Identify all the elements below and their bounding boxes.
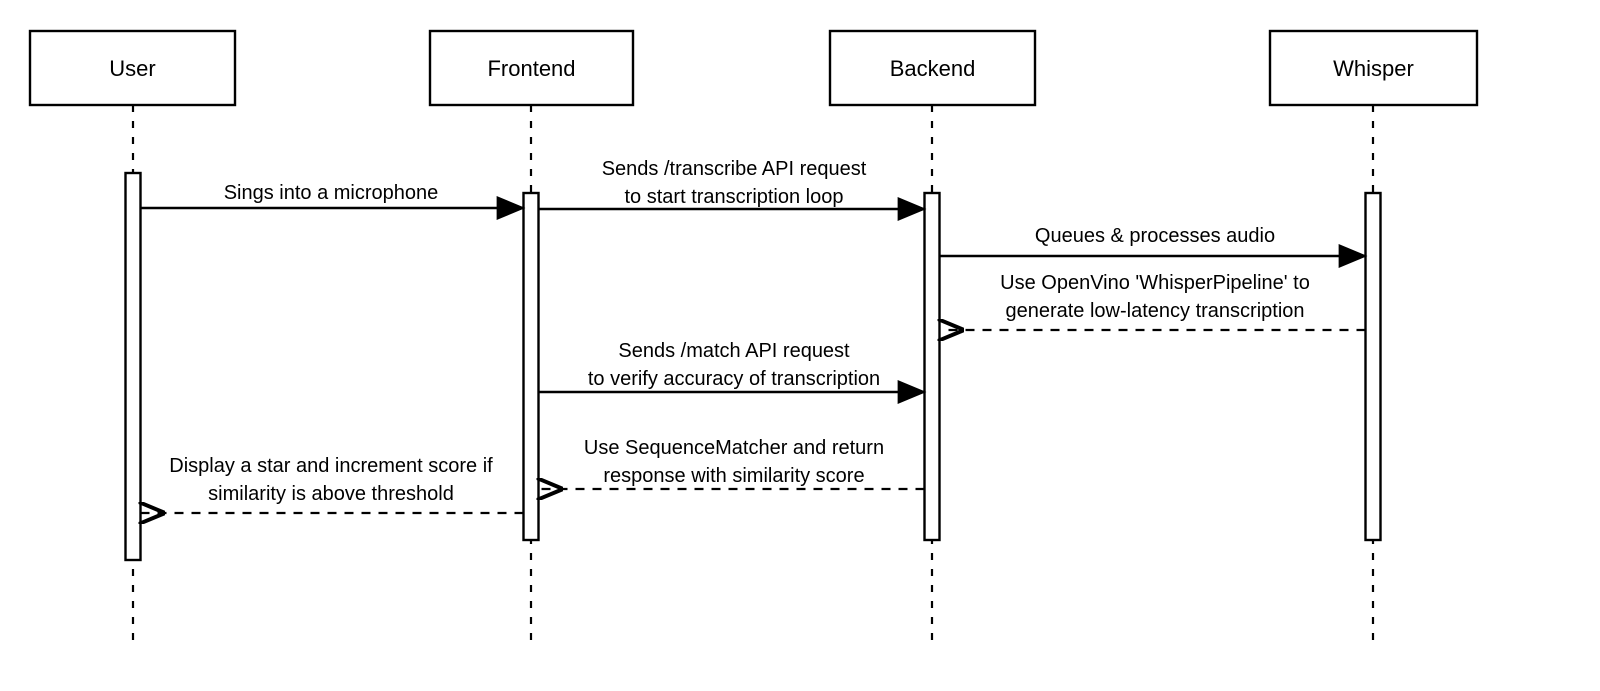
activation-bar-backend [923,191,941,542]
participant-backend[interactable]: Backend [828,29,1037,107]
participant-user[interactable]: User [28,29,237,107]
message-m3: Queues & processes audio [939,225,1368,268]
message-m6: Use SequenceMatcher and return response w… [539,437,925,489]
participant-label-whisper: Whisper [1333,56,1414,81]
message-label-m6-line1: Use SequenceMatcher and return [584,437,884,459]
message-label-m7-line2: similarity is above threshold [208,483,454,505]
participant-box-whisper [1268,29,1479,107]
participant-frontend[interactable]: Frontend [428,29,635,107]
participant-label-frontend: Frontend [487,56,575,81]
participant-box-frontend [428,29,635,107]
activation-bars-layer [124,171,1382,562]
message-label-m2-line1: Sends /transcribe API request [602,158,867,180]
message-label-m1-line1: Sings into a microphone [224,182,439,204]
participant-box-user [28,29,237,107]
activation-bar-user [124,171,142,562]
participant-box-backend [828,29,1037,107]
message-label-m4-line1: Use OpenVino 'WhisperPipeline' to [1000,272,1310,294]
participant-label-user: User [109,56,155,81]
message-m7: Display a star and increment score if sim… [141,455,524,513]
message-label-m6-line2: response with similarity score [603,465,864,487]
message-label-m4-line2: generate low-latency transcription [1005,300,1304,322]
message-label-m2-line2: to start transcription loop [625,186,844,208]
message-m1: Sings into a microphone [140,182,526,220]
participant-boxes-layer: User Frontend Backend Whisper [28,29,1479,107]
message-label-m5-line1: Sends /match API request [618,340,850,362]
message-m4: Use OpenVino 'WhisperPipeline' to generat… [940,272,1366,330]
message-label-m5-line2: to verify accuracy of transcription [588,368,880,390]
message-label-m3-line1: Queues & processes audio [1035,225,1275,247]
participant-label-backend: Backend [890,56,976,81]
messages-layer: Sings into a microphone Sends /transcribe… [140,158,1368,513]
message-m2: Sends /transcribe API request to start tr… [538,158,927,221]
message-m5: Sends /match API request to verify accura… [538,340,927,404]
activation-bar-whisper [1364,191,1382,542]
message-label-m7-line1: Display a star and increment score if [169,455,493,477]
participant-whisper[interactable]: Whisper [1268,29,1479,107]
activation-bar-frontend [522,191,540,542]
